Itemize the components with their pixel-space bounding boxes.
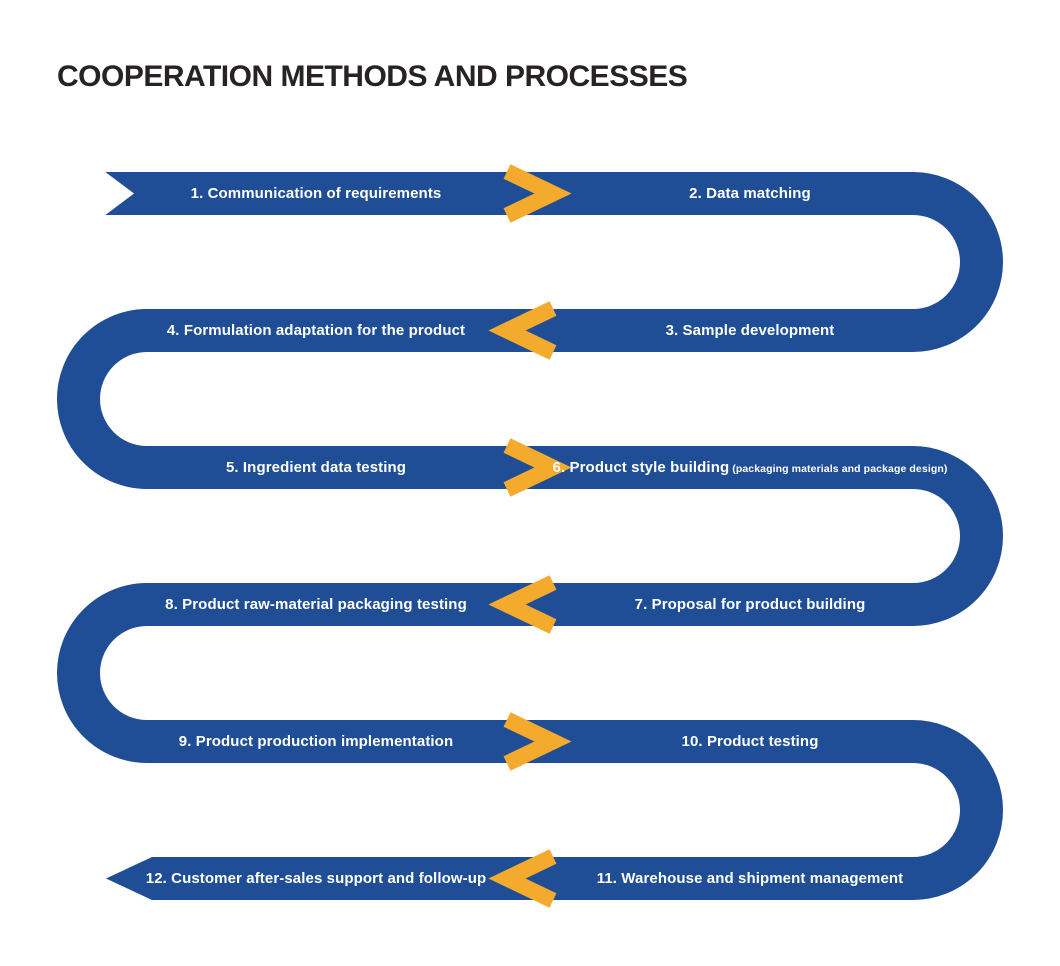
chevron-right-icon bbox=[503, 164, 572, 223]
step-12-label: 12. Customer after-sales support and fol… bbox=[145, 870, 487, 887]
chevron-right-icon bbox=[503, 438, 572, 497]
step-6-label: 6. Product style building(packaging mate… bbox=[539, 446, 961, 489]
step-11-label: 11. Warehouse and shipment management bbox=[596, 870, 904, 887]
step-2-label: 2. Data matching bbox=[689, 185, 811, 202]
step-1-label: 1. Communication of requirements bbox=[190, 185, 442, 202]
chevron-left-icon bbox=[488, 301, 557, 360]
step-5-label: 5. Ingredient data testing bbox=[225, 459, 407, 476]
step-3-label: 3. Sample development bbox=[665, 322, 835, 339]
step-9-label: 9. Product production implementation bbox=[178, 733, 454, 750]
step-6-main-text: 6. Product style building bbox=[552, 459, 730, 476]
flow-end-arrowhead-icon bbox=[106, 857, 152, 900]
step-6-sub-text: (packaging materials and package design) bbox=[732, 463, 948, 475]
flow-start-notch-icon bbox=[104, 171, 134, 216]
step-8-label: 8. Product raw-material packaging testin… bbox=[165, 596, 467, 613]
chevron-left-icon bbox=[488, 575, 557, 634]
step-4-label: 4. Formulation adaptation for the produc… bbox=[166, 322, 466, 339]
page-title: COOPERATION METHODS AND PROCESSES bbox=[57, 60, 688, 93]
chevron-right-icon bbox=[503, 712, 572, 771]
step-7-label: 7. Proposal for product building bbox=[634, 596, 866, 613]
step-10-label: 10. Product testing bbox=[681, 733, 819, 750]
chevron-left-icon bbox=[488, 849, 557, 908]
flow-ribbon-path bbox=[57, 172, 1003, 900]
